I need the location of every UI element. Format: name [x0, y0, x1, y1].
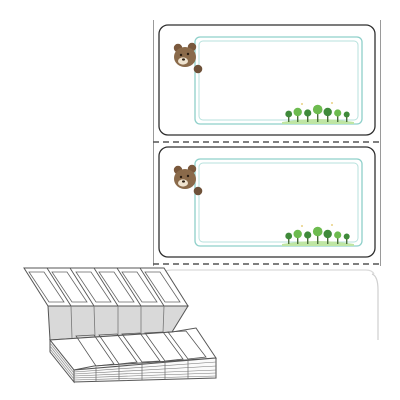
label-1	[158, 24, 376, 136]
teal-frame-inner	[198, 162, 359, 243]
teal-frame-outer	[194, 36, 363, 125]
trees-icon	[282, 102, 354, 124]
label-2	[158, 146, 376, 258]
teal-frame-outer	[194, 158, 363, 247]
bear-icon	[173, 42, 203, 74]
teal-frame-inner	[198, 40, 359, 121]
fanfold-stack-icon	[23, 267, 217, 384]
trees-icon	[282, 224, 354, 246]
fanfold-top-sheet	[23, 267, 189, 307]
fanfold-stack-block	[49, 327, 217, 384]
bear-icon	[173, 164, 203, 196]
